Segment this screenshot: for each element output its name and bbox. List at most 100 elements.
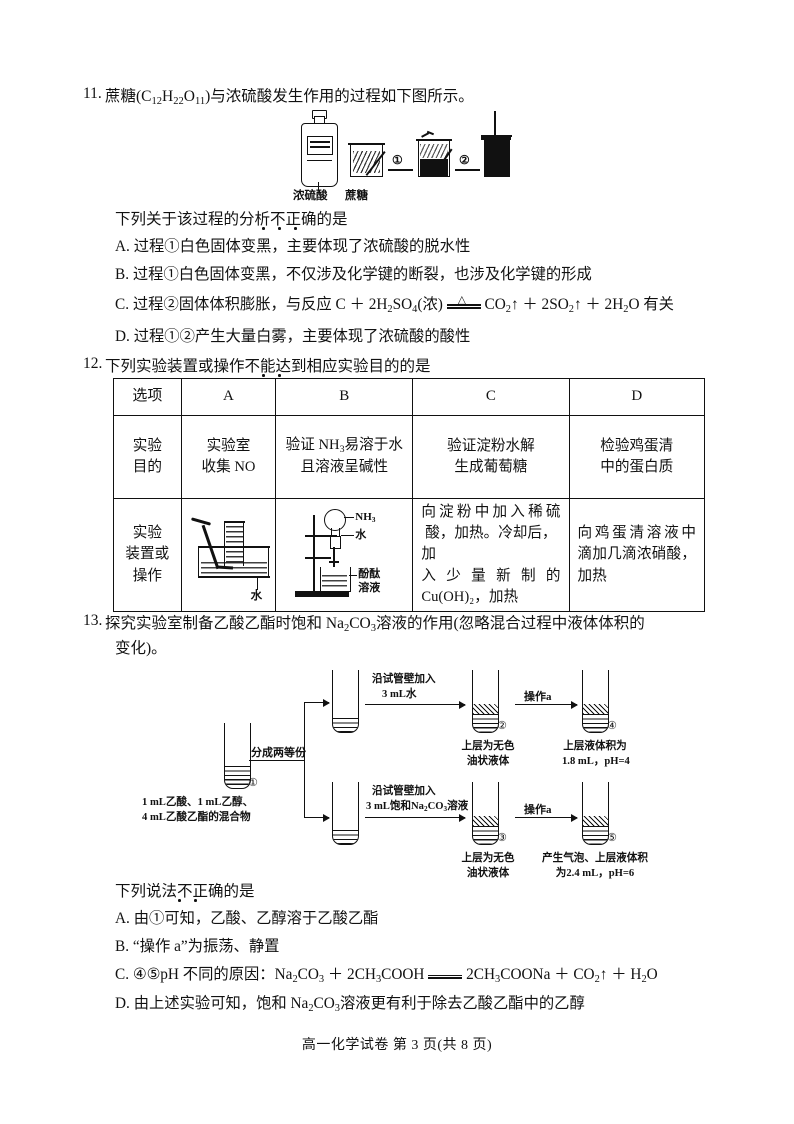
flow-tube-5-cap2: 为2.4 mL，pH=6	[555, 868, 635, 879]
q11-sub-22: 22	[173, 95, 184, 107]
purpose-a-l2: 收集 NO	[201, 459, 256, 475]
q13d-t2: CO	[313, 995, 335, 1012]
q13c-s6: 2	[641, 973, 647, 985]
q13-stem-line1: 探究实验室制备乙酸乙酯时饱和 Na2CO3溶液的作用(忽略混合过程中液体体积的	[105, 612, 645, 637]
q11-stem-part1: 蔗糖(C	[105, 88, 152, 105]
q13-option-b: B. “操作 a”为振荡、静置	[115, 934, 279, 956]
fb-s1: 2	[423, 805, 428, 814]
device-d-l1: 向鸡蛋清溶液中	[577, 525, 697, 542]
q11-step-2: ②	[459, 153, 470, 167]
q11c-t4: CO	[480, 296, 506, 313]
flow-arrow-top-split	[304, 697, 330, 709]
purpose-b-l1: 验证 NH3易溶于水	[279, 435, 409, 457]
q13-stem-a: 探究实验室制备乙酸乙酯时饱和 Na	[105, 615, 344, 632]
device-a-cell: 水	[180, 498, 277, 612]
q11-opt-c-text-1: 过程②固体体积膨胀，与反应 C ＋ 2H	[132, 296, 388, 313]
q11-stem-o: O	[183, 88, 195, 105]
table-header-a: A	[180, 378, 277, 416]
flow-op-a-bottom: 操作a	[524, 804, 552, 816]
experiment-table: 选项 A B C D 实验 目的 实验室 收集 NO 验证 NH3易溶于水 且溶…	[113, 378, 705, 612]
flow-arrow-top-op	[515, 699, 578, 711]
q13-opt-b-letter: B.	[115, 938, 130, 955]
q11-option-a: A. 过程①白色固体变黑，主要体现了浓硫酸的脱水性	[115, 234, 470, 256]
q13-sub1: 2	[343, 622, 350, 634]
fb-s2: 3	[443, 805, 448, 814]
row-label-purpose: 实验 目的	[113, 415, 182, 499]
table-header-b: B	[275, 378, 414, 416]
flow-bottom-arrow-l1: 沿试管壁加入	[372, 786, 436, 797]
table-header-option: 选项	[113, 378, 182, 416]
q12-prompt: 下列实验装置或操作不能达到相应实验目的的是	[105, 358, 431, 375]
flow-tube-1-number: ①	[248, 776, 258, 789]
flow-start-caption-l1: 1 mL乙酸、1 mL乙醇、	[142, 797, 254, 808]
device-c-cell: 向淀粉中加入稀硫 酸，加热。冷却后，加 入少量新制的 Cu(OH)₂，加热	[412, 498, 570, 612]
flow-arrow-bottom-split	[304, 812, 330, 824]
flow-tube-bottom-icon	[332, 782, 359, 845]
flow-arrow-top-add	[365, 699, 466, 711]
q13d-t1: 由上述实验可知，饱和 Na	[133, 995, 309, 1012]
q13-opt-c-letter: C.	[115, 966, 130, 983]
device-b-indicator-l1: 酚酞	[358, 568, 381, 580]
purpose-b-post: 易溶于水	[344, 437, 403, 454]
q11c-t6: ↑ ＋ 2H	[573, 296, 624, 313]
reaction-condition-arrow-icon: △	[446, 294, 481, 313]
device-d-l3: 加热	[577, 567, 607, 584]
flow-tube-3-cap1: 上层为无色	[461, 853, 515, 864]
q11-option-b: B. 过程①白色固体变黑，不仅涉及化学键的断裂，也涉及化学键的形成	[115, 262, 592, 284]
q11-stem-part2: )与浓硫酸发生作用的过程如下图所示。	[205, 88, 474, 105]
q11-prompt: 下列关于该过程的分析不正确的是	[115, 211, 348, 228]
table-header-row: 选项 A B C D	[113, 378, 705, 416]
q13-prompt: 下列说法不正确的是	[115, 883, 255, 900]
purpose-b: 验证 NH3易溶于水 且溶液呈碱性	[275, 415, 414, 499]
table-purpose-row: 实验 目的 实验室 收集 NO 验证 NH3易溶于水 且溶液呈碱性 验证淀粉水解…	[113, 415, 705, 499]
flow-bottom-arrow-l2: 3 mL饱和Na2CO3溶液	[366, 800, 468, 815]
purpose-label-l1: 实验	[132, 437, 162, 454]
flow-tube-5-icon	[582, 782, 609, 845]
q11-option-c: C. 过程②固体体积膨胀，与反应 C ＋ 2H2SO4(浓) △ CO2↑ ＋ …	[115, 292, 674, 315]
q11-sub-12: 12	[151, 95, 163, 107]
purpose-d: 检验鸡蛋清 中的蛋白质	[568, 415, 705, 499]
q13c-t2: CO	[297, 966, 319, 983]
purpose-b-l2: 且溶液呈碱性	[300, 459, 389, 476]
q13-stem-c: 溶液的作用(忽略混合过程中液体体积的	[376, 615, 645, 632]
q11c-sub3: 2	[505, 303, 511, 315]
flow-arrow-bottom-op	[515, 812, 578, 824]
device-b-water-label: 水	[355, 529, 367, 541]
flow-tube-5-cap1: 产生气泡、上层液体积	[542, 853, 648, 864]
flow-tube-1-icon	[224, 723, 251, 789]
device-b-nh3-label: NH3	[355, 510, 375, 526]
q11c-sub4: 2	[568, 303, 574, 315]
round-flask-icon	[324, 509, 347, 531]
flow-tube-3-number: ③	[497, 831, 507, 844]
q11-stem-h: H	[162, 88, 174, 105]
table-header-d: D	[568, 378, 705, 416]
q13-opt-a-letter: A.	[115, 910, 130, 927]
q13d-s1: 2	[308, 1002, 314, 1014]
device-c-l4: Cu(OH)₂，加热	[421, 588, 519, 605]
flow-top-arrow-l1: 沿试管壁加入	[372, 674, 436, 685]
device-d-cell: 向鸡蛋清溶液中 滴加几滴浓硝酸， 加热	[568, 498, 705, 612]
q13c-t6: COONa ＋ CO	[500, 966, 595, 983]
fb-b: CO	[427, 801, 444, 812]
purpose-b-sub: 3	[339, 444, 345, 456]
q13-stem-b: CO	[349, 615, 371, 632]
q13c-s4: 3	[495, 973, 501, 985]
q13c-t1: ④⑤pH 不同的原因：Na	[132, 966, 293, 983]
q13d-s2: 3	[334, 1002, 340, 1014]
q11c-t3: (浓)	[417, 296, 447, 313]
nh3-sub: 3	[371, 515, 376, 525]
device-b-indicator-l2: 溶液	[358, 582, 381, 594]
q13c-s3: 3	[375, 973, 382, 985]
flow-tube-4-icon	[582, 670, 609, 733]
flow-top-arrow-l2: 3 mL水	[382, 689, 417, 700]
question-13-number: 13.	[83, 612, 103, 629]
q11c-t7: O 有关	[628, 296, 674, 313]
purpose-d-l1: 检验鸡蛋清	[600, 437, 674, 454]
flow-split-label: 分成两等份	[251, 747, 306, 759]
flow-tube-3-icon	[472, 782, 499, 845]
bottle-label-icon	[307, 136, 333, 155]
purpose-c: 验证淀粉水解 生成葡萄糖	[412, 415, 570, 499]
purpose-c-l1: 验证淀粉水解	[447, 437, 535, 454]
q13c-t5: 2CH	[462, 966, 496, 983]
flow-tube-2-number: ②	[497, 719, 507, 732]
